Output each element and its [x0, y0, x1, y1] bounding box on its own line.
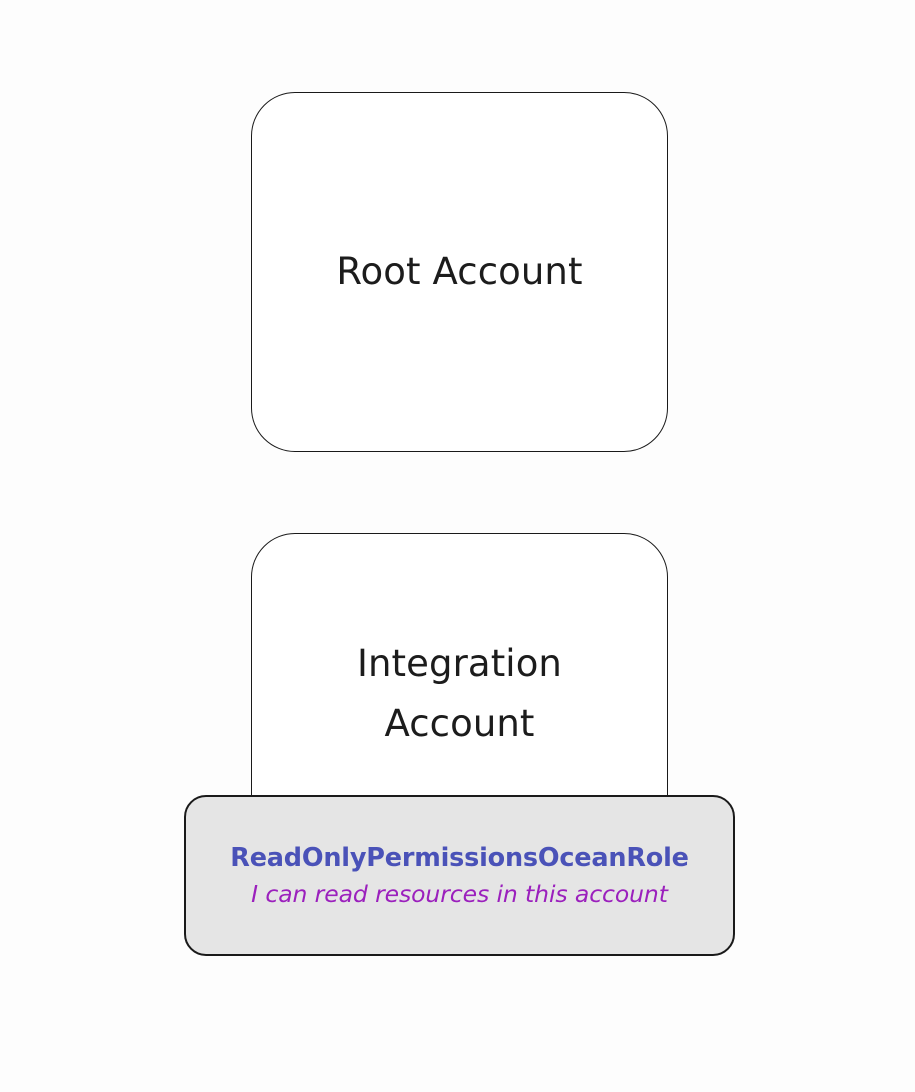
integration-account-label: Integration Account — [357, 642, 562, 745]
root-account-box[interactable]: Root Account — [251, 92, 668, 452]
role-name-label: ReadOnlyPermissionsOceanRole — [230, 842, 689, 873]
readonly-permissions-ocean-role-card[interactable]: ReadOnlyPermissionsOceanRole I can read … — [184, 795, 735, 956]
root-account-label: Root Account — [336, 250, 583, 294]
role-description-label: I can read resources in this account — [251, 879, 668, 908]
